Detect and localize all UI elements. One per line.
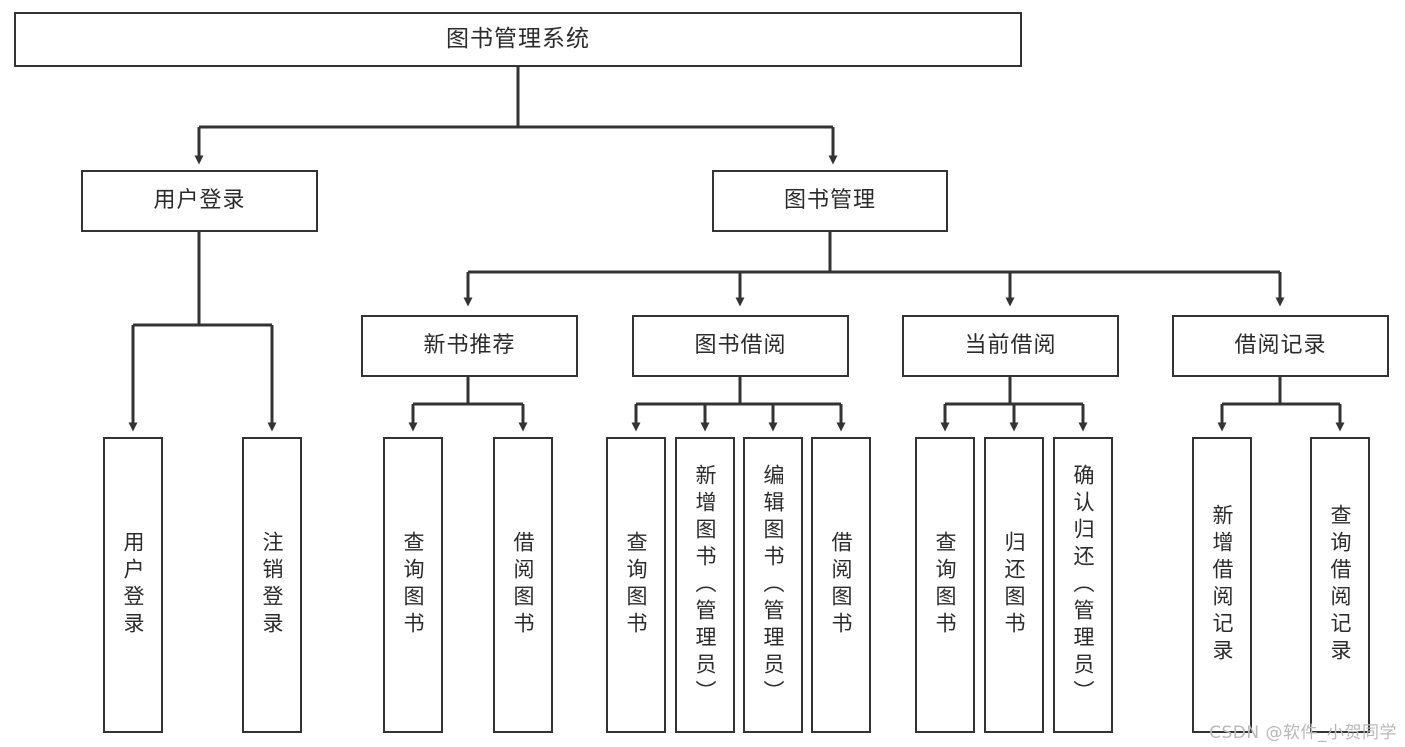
node-book-manage-label: 图书管理 — [783, 187, 876, 213]
node-leaf-confirm-return[interactable]: 确认归还（管理员） — [1053, 437, 1113, 733]
node-leaf-query-book-2[interactable]: 查询图书 — [606, 437, 666, 733]
node-current-borrow[interactable]: 当前借阅 — [902, 315, 1119, 377]
node-leaf-edit-book[interactable]: 编辑图书（管理员） — [743, 437, 803, 733]
node-root-label: 图书管理系统 — [446, 25, 590, 52]
node-user-login-label: 用户登录 — [153, 187, 246, 213]
node-root[interactable]: 图书管理系统 — [14, 12, 1022, 67]
node-leaf-borrow-book-1[interactable]: 借阅图书 — [493, 437, 553, 733]
node-leaf-query-book-1[interactable]: 查询图书 — [383, 437, 443, 733]
node-leaf-add-book-label: 新增图书（管理员） — [693, 463, 718, 707]
node-leaf-query-book-3-label: 查询图书 — [933, 531, 958, 639]
node-leaf-query-book-1-label: 查询图书 — [401, 531, 426, 639]
node-leaf-borrow-book-2[interactable]: 借阅图书 — [811, 437, 871, 733]
node-leaf-logout-label: 注销登录 — [260, 531, 285, 639]
node-leaf-return-book[interactable]: 归还图书 — [984, 437, 1044, 733]
node-leaf-borrow-book-1-label: 借阅图书 — [511, 531, 536, 639]
node-leaf-user-login[interactable]: 用户登录 — [103, 437, 163, 733]
node-leaf-query-record[interactable]: 查询借阅记录 — [1310, 437, 1370, 733]
node-leaf-add-book[interactable]: 新增图书（管理员） — [675, 437, 735, 733]
node-leaf-add-record[interactable]: 新增借阅记录 — [1192, 437, 1252, 733]
node-borrow-record[interactable]: 借阅记录 — [1172, 315, 1389, 377]
node-book-borrow[interactable]: 图书借阅 — [632, 315, 849, 377]
node-current-borrow-label: 当前借阅 — [964, 332, 1057, 358]
node-leaf-edit-book-label: 编辑图书（管理员） — [761, 463, 786, 707]
node-leaf-query-book-2-label: 查询图书 — [624, 531, 649, 639]
node-leaf-add-record-label: 新增借阅记录 — [1210, 504, 1235, 666]
node-leaf-borrow-book-2-label: 借阅图书 — [829, 531, 854, 639]
node-leaf-user-login-label: 用户登录 — [121, 531, 146, 639]
node-book-manage[interactable]: 图书管理 — [712, 170, 948, 232]
node-leaf-return-book-label: 归还图书 — [1002, 531, 1027, 639]
node-new-book-recommend[interactable]: 新书推荐 — [361, 315, 578, 377]
node-leaf-query-book-3[interactable]: 查询图书 — [915, 437, 975, 733]
watermark-text: CSDN @软件_小贺同学 — [1209, 723, 1397, 743]
node-user-login[interactable]: 用户登录 — [81, 170, 318, 232]
node-new-book-recommend-label: 新书推荐 — [423, 332, 516, 358]
node-leaf-confirm-return-label: 确认归还（管理员） — [1071, 463, 1096, 707]
node-leaf-query-record-label: 查询借阅记录 — [1328, 504, 1353, 666]
node-book-borrow-label: 图书借阅 — [694, 332, 787, 358]
node-leaf-logout[interactable]: 注销登录 — [242, 437, 302, 733]
node-borrow-record-label: 借阅记录 — [1234, 332, 1327, 358]
